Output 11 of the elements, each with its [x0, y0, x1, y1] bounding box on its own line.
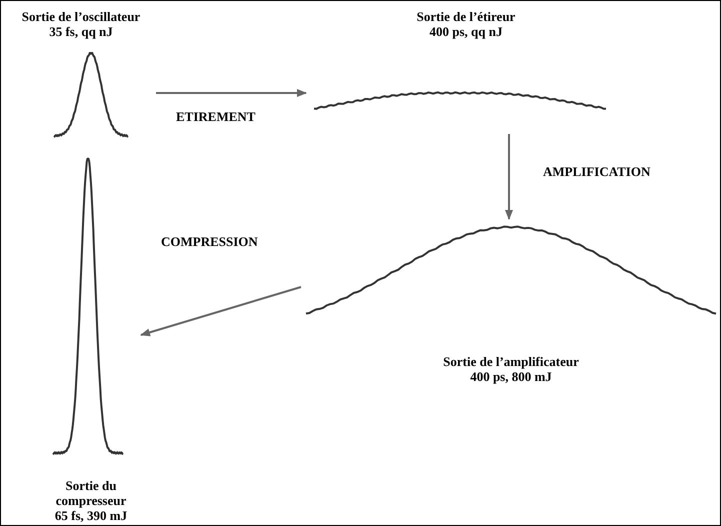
pulse-specs: 400 ps, qq nJ [428, 24, 504, 39]
arrow [140, 286, 302, 336]
output-title: Sortie de l’étireur [416, 9, 516, 24]
output-title: Sortie du compresseur [54, 478, 128, 508]
output-title: Sortie de l’amplificateur [442, 354, 580, 369]
output-title: Sortie de l’oscillateur [20, 9, 142, 24]
arrow [156, 89, 307, 97]
pulse-specs: 400 ps, 800 mJ [469, 369, 553, 384]
pulse-specs: 65 fs, 390 mJ [54, 508, 128, 523]
arrow [505, 134, 513, 220]
pulse-specs: 35 fs, qq nJ [48, 24, 114, 39]
